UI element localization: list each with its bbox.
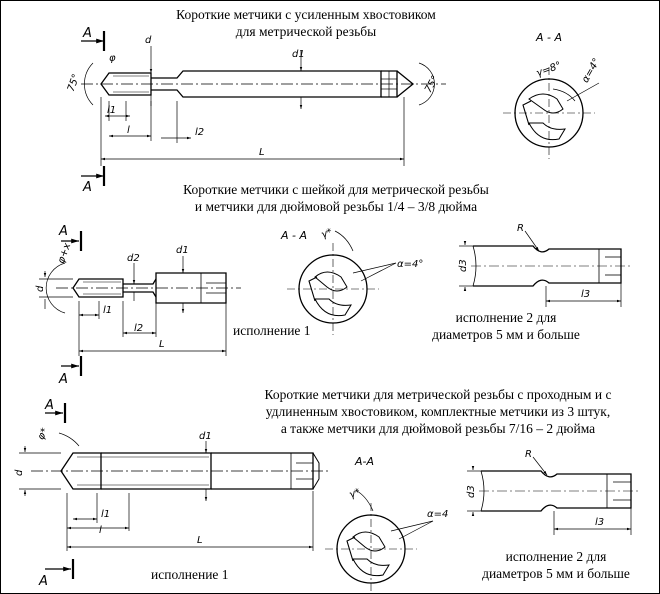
s2-dim-d2: d2 [127,253,140,264]
section-2-variant-2-caption-line-2: диаметров 5 мм и больше [432,327,580,342]
s1-arrow-label-top: A [82,26,92,41]
section-3-tap-drawing [19,403,331,579]
section-3-variant-2-drawing [467,456,641,535]
s2-arrow-label-bottom: A [58,372,68,387]
s2-dim-l3: l3 [581,289,590,300]
s2-dim-d1: d1 [176,245,189,256]
s1-dim-L: L [259,147,265,158]
s1-dim-l1: l1 [107,105,116,116]
section-1-title: Короткие метчики с усиленным хвостовиком… [141,6,471,40]
section-3-title-line-3: а также метчики для дюймовой резьбы 7/16… [280,421,596,436]
section-1-cross-labels: A - A γ=8° α=4° [535,31,603,85]
section-3-variant-2-labels: R d3 l3 [466,449,604,528]
section-2-cross-labels: A - A γ* α=4° [280,227,423,270]
s1-angle-tip: 75° [66,73,82,93]
section-3-variant-2-caption: исполнение 2 для диаметров 5 мм и больше [456,548,656,582]
section-2-cross-section [287,230,397,335]
s1-dim-l2: l2 [195,127,204,138]
section-3-variant-1-caption: исполнение 1 [151,567,229,582]
s2-dim-d: d [35,285,46,292]
s3-dim-R: R [525,449,532,460]
s2-arrow-label-top: A [58,224,68,239]
s3-arrow-label-bottom: A [38,574,48,589]
s1-section-label: A - A [535,31,562,44]
s2-clearance-angle: α=4° [397,259,423,270]
section-3-cross-labels: A-A γ* α=4 [348,455,448,520]
section-2-title-line-1: Короткие метчики с шейкой для метрическо… [183,182,489,197]
section-2-tap-drawing [39,231,241,376]
s1-arrow-label-bottom: A [82,180,92,195]
s1-angle-phi: φ [109,53,116,64]
s1-dim-d: d [145,35,152,46]
s1-clearance-angle: α=4° [580,57,603,85]
s3-dim-d: d [14,469,25,476]
s2-rake-angle: γ* [320,227,334,241]
s3-rake-angle: γ* [348,487,362,501]
section-3-variant-2-caption-line-1: исполнение 2 для [505,549,607,564]
section-3-title: Короткие метчики для метрической резьбы … [223,386,653,437]
s2-dim-L: L [159,339,165,350]
s1-dim-l: l [127,125,130,136]
s2-dim-d3: d3 [458,259,469,272]
section-2-variant-1-caption: исполнение 1 [233,323,311,338]
s3-arrow-label-top: A [44,398,54,413]
s2-angle-phi: φ+x [56,242,74,265]
section-3-title-line-1: Короткие метчики для метрической резьбы … [264,387,612,402]
s3-dim-l: l [99,525,102,536]
s3-dim-l3: l3 [595,517,604,528]
section-2-variant-2-labels: R d3 l3 [458,223,590,300]
section-1-title-line-1: Короткие метчики с усиленным хвостовиком [176,7,436,22]
section-1-cross-section [503,67,600,159]
s3-dim-d3: d3 [466,485,477,498]
s3-dim-l1: l1 [101,509,110,520]
section-2-title-line-2: и метчики для дюймовой резьбы 1/4 – 3/8 … [194,199,478,214]
section-2-variant-2-drawing [459,230,631,307]
s3-clearance-angle: α=4 [427,509,448,520]
section-3-title-line-2: удлиненным хвостовиком, комплектные метч… [265,404,611,419]
s2-dim-l2: l2 [134,323,143,334]
section-3-variant-2-caption-line-2: диаметров 5 мм и больше [482,566,630,581]
s3-angle-phi: φ* [36,426,51,442]
s3-dim-L: L [197,535,203,546]
s2-dim-l1: l1 [103,305,112,316]
section-3-cross-section [325,490,434,593]
section-2-tap-labels: A A φ+x d d2 d1 l1 l2 L [35,224,189,387]
section-2-title: Короткие метчики с шейкой для метрическо… [151,181,521,215]
section-1-title-line-2: для метрической резьбы [235,24,377,39]
section-3-tap-labels: A A φ* d d1 l1 l L [14,398,212,589]
s1-dim-d1: d1 [292,49,305,60]
section-2-variant-2-caption: исполнение 2 для диаметров 5 мм и больше [406,309,606,343]
s2-section-label: A - A [280,229,307,242]
s1-angle-tail: 75° [423,74,441,95]
section-2-variant-2-caption-line-1: исполнение 2 для [455,310,557,325]
s2-dim-R: R [517,223,524,234]
s1-rake-angle: γ=8° [535,60,563,79]
section-1-tap-drawing [81,31,446,186]
section-1-tap-labels: A A 75° 75° φ d d1 l1 l l2 L [66,26,442,195]
s3-dim-d1: d1 [199,431,212,442]
s3-section-label: A-A [354,455,374,468]
